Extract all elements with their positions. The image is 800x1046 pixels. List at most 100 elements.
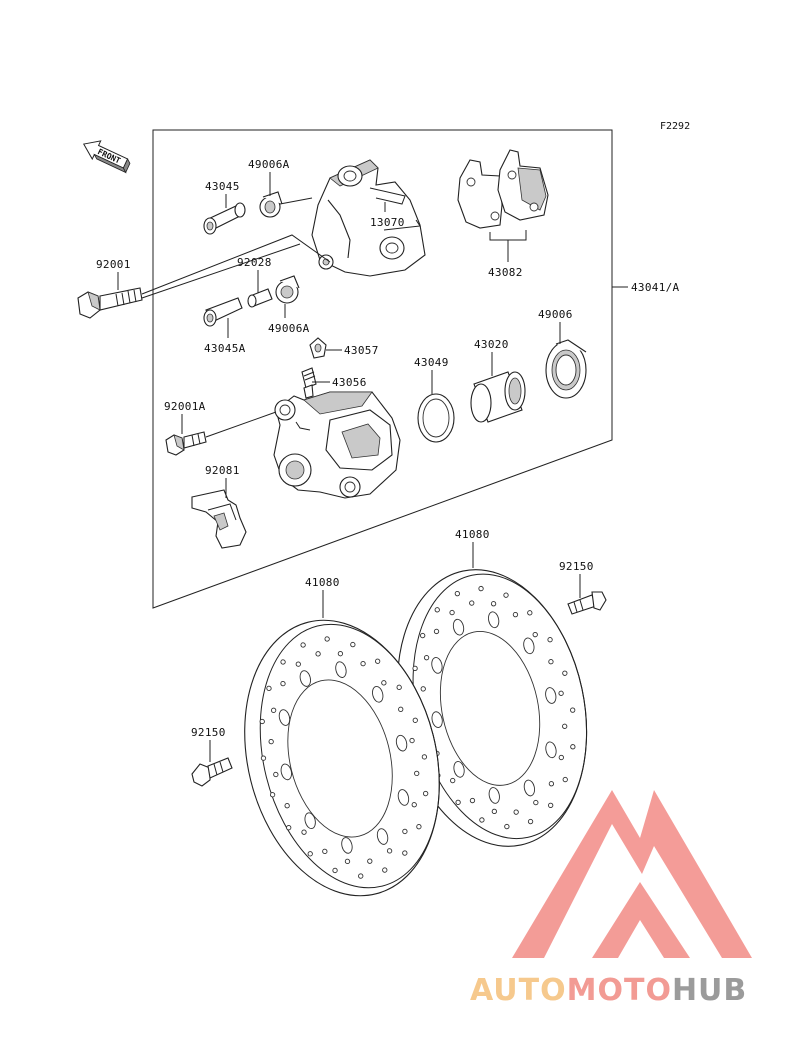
disc-drill-hole (409, 737, 415, 744)
disc-drill-hole (411, 802, 417, 808)
disc-drill-hole (562, 670, 568, 676)
automotohub-watermark-logo: AUTOMOTOHUB (470, 790, 752, 1008)
label-49006a-top: 49006A (248, 158, 290, 171)
disc-drill-hole (478, 585, 484, 592)
disc-drill-hole (503, 592, 509, 598)
disc-drill-hole (402, 850, 408, 856)
label-92001: 92001 (96, 258, 131, 271)
disc-drill-hole (469, 797, 476, 804)
label-13070: 13070 (370, 216, 405, 229)
disc-drill-hole (512, 611, 519, 618)
disc-drill-hole (558, 754, 564, 761)
disc-drill-hole (558, 690, 564, 696)
dust-seal-49006 (545, 339, 587, 399)
disc-drill-hole (350, 641, 356, 648)
disc-drill-hole (412, 665, 418, 672)
sleeve-92028 (247, 288, 273, 308)
disc-drill-hole (513, 809, 519, 815)
bolt-92001 (77, 287, 143, 319)
disc-drill-hole (414, 770, 420, 777)
disc-slot (395, 734, 408, 752)
caliper-assembly-frame (152, 129, 613, 609)
disc-drill-hole (358, 873, 364, 879)
disc-drill-hole (570, 707, 576, 713)
disc-drill-hole (547, 637, 553, 643)
disc-drill-hole (548, 659, 554, 665)
disc-slot (280, 763, 292, 781)
disc-slot (523, 637, 535, 655)
svg-text:AUTOMOTOHUB: AUTOMOTOHUB (470, 973, 747, 1008)
disc-drill-hole (337, 651, 344, 657)
disc-slot (335, 661, 347, 678)
disc-drill-hole (570, 744, 576, 750)
bolt-92001a (165, 431, 207, 456)
watermark-auto: AUTO (470, 973, 567, 1008)
disc-drill-hole (398, 706, 404, 712)
label-43020: 43020 (474, 338, 509, 351)
label-43057: 43057 (344, 344, 379, 357)
disc-slot (545, 687, 557, 704)
disc-drill-hole (548, 802, 554, 808)
disc-drill-hole (562, 723, 568, 729)
disc-drill-hole (504, 823, 510, 830)
label-92001a: 92001A (164, 400, 206, 413)
label-41080-left: 41080 (305, 576, 340, 589)
disc-drill-hole (284, 803, 290, 809)
boot-49006a-top (259, 191, 283, 218)
disc-slot (453, 760, 465, 778)
disc-drill-hole (423, 655, 430, 661)
disc-drill-hole (315, 651, 321, 657)
piston-43020 (470, 371, 526, 423)
disc-drill-hole (300, 642, 306, 648)
bleed-cap-43057 (309, 337, 327, 359)
disc-drill-hole (533, 799, 539, 806)
disc-slot (278, 709, 291, 726)
disc-drill-hole (420, 686, 426, 692)
disc-drill-hole (259, 718, 265, 725)
label-92150-right: 92150 (559, 560, 594, 573)
disc-drill-hole (491, 808, 497, 815)
disc-drill-hole (532, 631, 538, 638)
disc-drill-hole (469, 600, 475, 606)
disc-slot (452, 618, 465, 636)
disc-drill-hole (269, 792, 276, 798)
disc-slot (488, 787, 500, 804)
disc-drill-hole (412, 717, 418, 723)
disc-drill-hole (280, 680, 286, 687)
label-43045a: 43045A (204, 342, 246, 355)
label-49006: 49006 (538, 308, 573, 321)
disc-drill-hole (479, 817, 485, 823)
disc-drill-hole (423, 790, 429, 797)
label-43056: 43056 (332, 376, 367, 389)
disc-drill-hole (268, 738, 274, 745)
disc-drill-hole (527, 610, 533, 616)
disc-drill-hole (286, 825, 292, 831)
label-41080-right: 41080 (455, 528, 490, 541)
disc-drill-hole (270, 707, 277, 713)
disc-slot (299, 670, 311, 687)
label-92081: 92081 (205, 464, 240, 477)
label-49006a: 49006A (268, 322, 310, 335)
disc-drill-hole (307, 851, 313, 857)
label-43045: 43045 (205, 180, 240, 193)
disc-drill-hole (386, 848, 393, 854)
piston-seal-43049 (417, 393, 455, 443)
disc-drill-hole (322, 848, 328, 855)
disc-slot (372, 686, 384, 703)
caliper-body (273, 391, 401, 499)
disc-drill-hole (295, 661, 301, 667)
label-43049: 43049 (414, 356, 449, 369)
disc-drill-hole (344, 858, 351, 865)
disc-slot (523, 779, 536, 797)
disc-drill-hole (490, 601, 497, 607)
disc-slot (431, 657, 443, 674)
disc-drill-hole (548, 781, 555, 787)
disc-slot (545, 741, 557, 759)
disc-drill-hole (360, 661, 366, 667)
pad-clip-92081 (191, 489, 247, 549)
disc-drill-hole (433, 628, 440, 635)
caliper-bracket (311, 159, 426, 277)
disc-drill-hole (273, 771, 279, 778)
label-92150-left: 92150 (191, 726, 226, 739)
